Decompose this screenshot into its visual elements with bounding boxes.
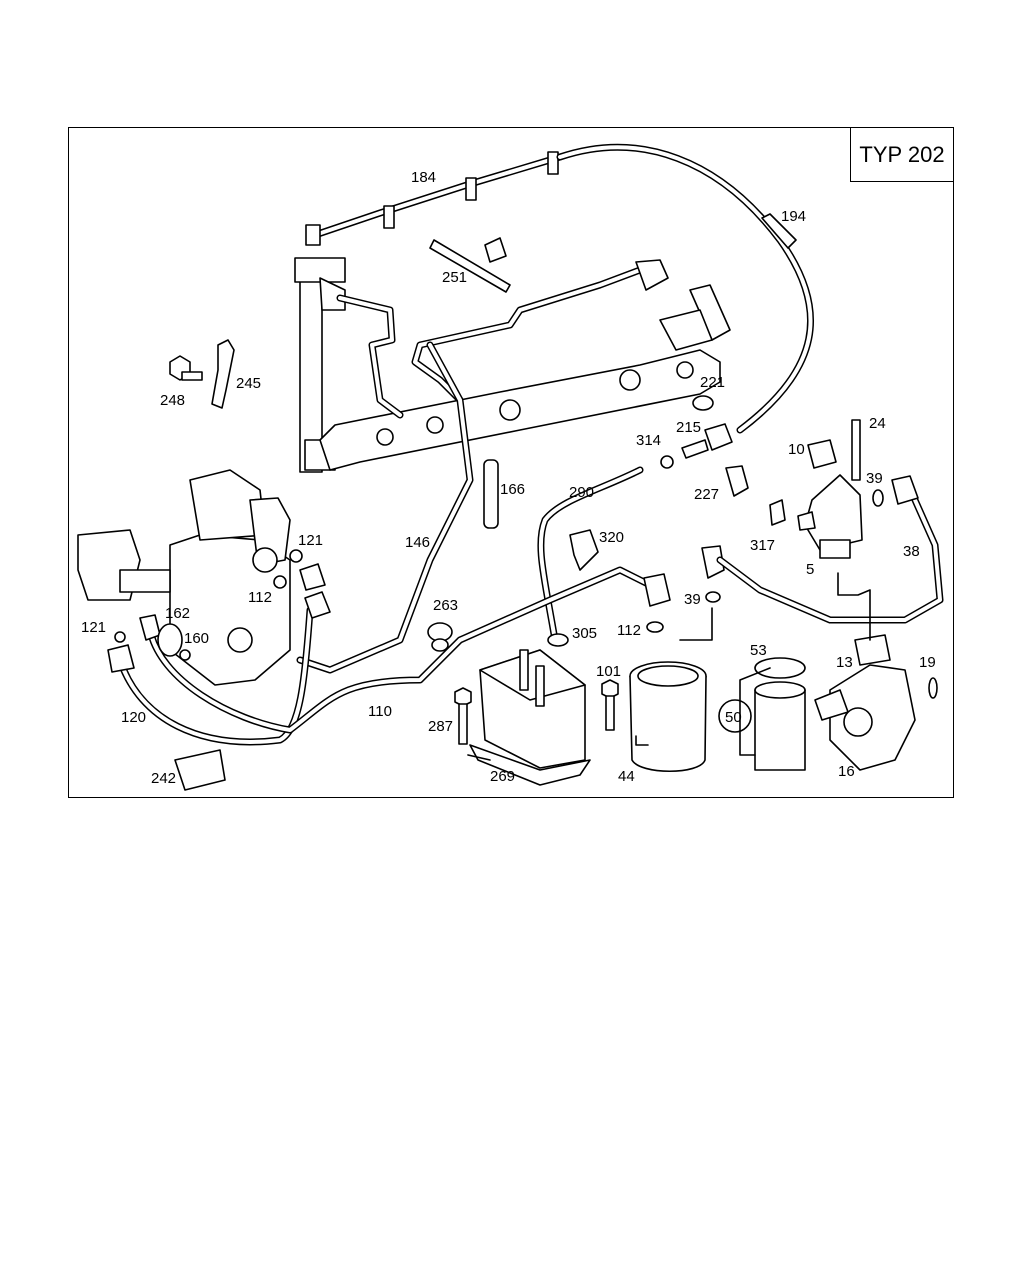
callout-227: 227 xyxy=(694,486,719,503)
o-ring xyxy=(660,455,674,469)
callout-269: 269 xyxy=(490,768,515,785)
callout-121-a: 121 xyxy=(298,532,323,549)
callout-160: 160 xyxy=(184,630,209,647)
hose-piece xyxy=(761,213,797,249)
clamp-263 xyxy=(427,622,453,652)
callout-circle-50 xyxy=(718,699,752,733)
gasket-13 xyxy=(854,634,891,666)
callout-317: 317 xyxy=(750,537,775,554)
bolt-287 xyxy=(454,687,472,745)
callout-184: 184 xyxy=(411,169,436,186)
clip xyxy=(429,237,511,293)
callout-314: 314 xyxy=(636,432,661,449)
callout-146: 146 xyxy=(405,534,430,551)
callout-110: 110 xyxy=(368,703,392,720)
callout-215: 215 xyxy=(676,419,701,436)
clip-320 xyxy=(569,529,599,571)
callout-251: 251 xyxy=(442,269,467,286)
callout-242: 242 xyxy=(151,770,176,787)
callout-5: 5 xyxy=(806,561,814,578)
callout-305: 305 xyxy=(572,625,597,642)
callout-121-b: 121 xyxy=(81,619,106,636)
callout-16: 16 xyxy=(838,763,855,780)
pipe-fittings xyxy=(107,545,725,673)
hose-166 xyxy=(483,459,499,529)
callout-245: 245 xyxy=(236,375,261,392)
bolt-101 xyxy=(601,679,619,731)
valve xyxy=(797,474,863,559)
callout-24: 24 xyxy=(869,415,886,432)
callout-labels: 184 194 251 245 248 221 215 314 24 10 39… xyxy=(81,169,936,787)
callout-39-a: 39 xyxy=(866,470,883,487)
callout-13: 13 xyxy=(836,654,853,671)
callout-112-b: 112 xyxy=(617,622,641,639)
seal-ring xyxy=(692,395,714,411)
callout-44: 44 xyxy=(618,768,635,785)
fuel-cooler xyxy=(469,649,591,786)
seal-rings xyxy=(114,489,938,699)
type-label: TYP 202 xyxy=(859,141,945,167)
fuel-rail xyxy=(319,284,731,471)
bolt-24 xyxy=(851,419,861,481)
callout-248: 248 xyxy=(160,392,185,409)
callout-38: 38 xyxy=(903,543,920,560)
callout-19: 19 xyxy=(919,654,936,671)
callout-162: 162 xyxy=(165,605,190,622)
callout-10: 10 xyxy=(788,441,805,458)
callout-39-b: 39 xyxy=(684,591,701,608)
callout-112-a: 112 xyxy=(248,589,272,606)
line-146 xyxy=(296,341,474,674)
leader-lines xyxy=(467,572,871,761)
callout-50: 50 xyxy=(725,709,742,726)
callout-263: 263 xyxy=(433,597,458,614)
filter-element xyxy=(754,657,806,771)
callout-120: 120 xyxy=(121,709,146,726)
callout-290: 290 xyxy=(569,484,594,501)
callout-320: 320 xyxy=(599,529,624,546)
gasket-10 xyxy=(807,439,837,469)
fitting xyxy=(681,423,733,459)
bracket xyxy=(211,339,235,409)
callout-166: 166 xyxy=(500,481,525,498)
thermostat-housing xyxy=(814,664,916,771)
callout-194: 194 xyxy=(781,208,806,225)
diagram-frame xyxy=(68,127,954,798)
callout-287: 287 xyxy=(428,718,453,735)
callout-101: 101 xyxy=(596,663,621,680)
fuel-filter-housing xyxy=(629,661,707,773)
clamp-305 xyxy=(547,633,569,647)
type-label-box: TYP 202 xyxy=(850,127,954,182)
callout-221: 221 xyxy=(700,374,725,391)
bolt xyxy=(169,355,203,381)
fuel-injector xyxy=(294,257,346,473)
leak-off-line xyxy=(305,151,564,246)
clamp-317 xyxy=(769,499,786,526)
high-pressure-pump xyxy=(77,469,291,686)
clip-242 xyxy=(174,749,226,791)
callout-53: 53 xyxy=(750,642,767,659)
banjo-bolt xyxy=(725,465,749,497)
